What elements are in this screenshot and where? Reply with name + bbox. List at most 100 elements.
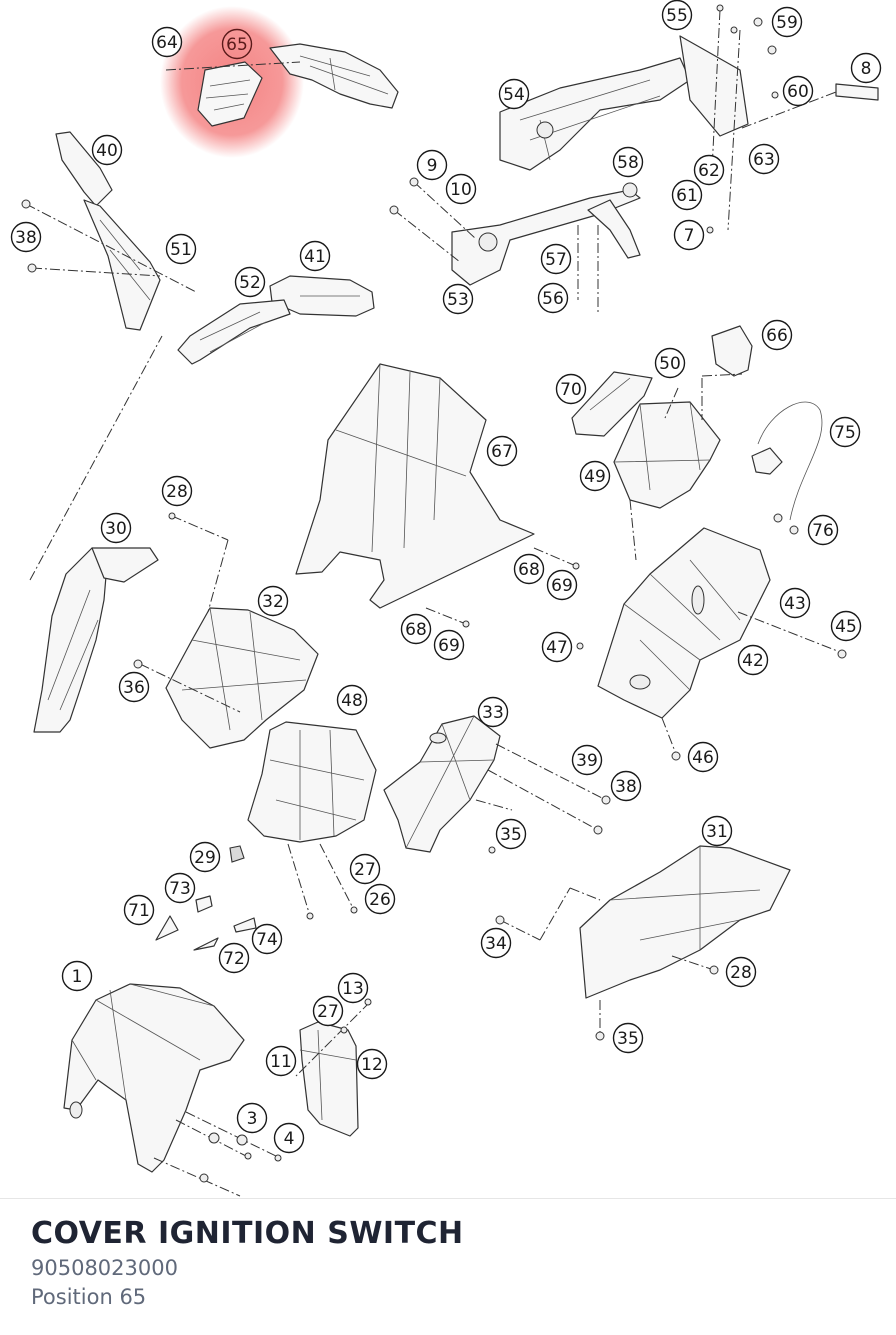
callout-73[interactable]: 73 [164,872,196,904]
callout-26[interactable]: 26 [364,883,396,915]
panel-divider [0,1198,896,1199]
callout-label: 54 [503,85,525,105]
callout-63[interactable]: 63 [748,143,780,175]
callout-13[interactable]: 13 [337,972,369,1004]
callout-label: 42 [742,651,764,671]
callout-65[interactable]: 65 [221,28,253,60]
callout-38[interactable]: 38 [10,221,42,253]
callout-label: 11 [270,1052,292,1072]
callout-9[interactable]: 9 [416,149,448,181]
callout-69[interactable]: 69 [433,629,465,661]
callout-label: 74 [256,930,278,950]
part-position: Position 65 [31,1285,147,1309]
callout-36[interactable]: 36 [118,671,150,703]
callout-31[interactable]: 31 [701,815,733,847]
callout-64[interactable]: 64 [151,26,183,58]
callout-49[interactable]: 49 [579,460,611,492]
callout-68[interactable]: 68 [513,553,545,585]
callout-circle [546,569,578,601]
part-title: COVER IGNITION SWITCH [31,1216,464,1251]
callout-label: 68 [518,560,540,580]
callout-circle [299,240,331,272]
callout-circle [477,696,509,728]
callout-74[interactable]: 74 [251,923,283,955]
callout-circle [537,282,569,314]
callout-53[interactable]: 53 [442,283,474,315]
callout-38[interactable]: 38 [610,770,642,802]
callout-12[interactable]: 12 [356,1048,388,1080]
callout-76[interactable]: 76 [807,514,839,546]
callout-58[interactable]: 58 [612,146,644,178]
callout-circle [693,154,725,186]
callout-48[interactable]: 48 [336,684,368,716]
callout-56[interactable]: 56 [537,282,569,314]
callout-47[interactable]: 47 [541,631,573,663]
callout-71[interactable]: 71 [123,894,155,926]
callout-75[interactable]: 75 [829,416,861,448]
callout-60[interactable]: 60 [782,75,814,107]
callout-circle [748,143,780,175]
callout-40[interactable]: 40 [91,134,123,166]
callout-1[interactable]: 1 [61,960,93,992]
callout-circle [612,1022,644,1054]
callout-42[interactable]: 42 [737,644,769,676]
callout-circle [498,78,530,110]
callout-27[interactable]: 27 [349,853,381,885]
callout-39[interactable]: 39 [571,744,603,776]
callout-30[interactable]: 30 [100,512,132,544]
callout-62[interactable]: 62 [693,154,725,186]
callout-33[interactable]: 33 [477,696,509,728]
callout-50[interactable]: 50 [654,347,686,379]
callout-34[interactable]: 34 [480,927,512,959]
callout-circle [265,1045,297,1077]
callout-28[interactable]: 28 [161,475,193,507]
part-info-panel: COVER IGNITION SWITCH 90508023000 Positi… [31,1214,871,1312]
callout-43[interactable]: 43 [779,587,811,619]
callout-72[interactable]: 72 [218,942,250,974]
callout-66[interactable]: 66 [761,319,793,351]
callout-label: 41 [304,247,326,267]
callout-54[interactable]: 54 [498,78,530,110]
callout-label: 3 [247,1109,258,1129]
callout-61[interactable]: 61 [671,179,703,211]
callout-45[interactable]: 45 [830,610,862,642]
callout-circle [312,995,344,1027]
callout-51[interactable]: 51 [165,233,197,265]
parts-drawings [21,4,879,1197]
callout-68[interactable]: 68 [400,613,432,645]
callout-circle [273,1122,305,1154]
callout-29[interactable]: 29 [189,841,221,873]
callout-67[interactable]: 67 [486,435,518,467]
callout-7[interactable]: 7 [673,219,705,251]
callout-4[interactable]: 4 [273,1122,305,1154]
callout-circle [807,514,839,546]
callout-label: 67 [491,442,513,462]
callout-55[interactable]: 55 [661,0,693,31]
callout-circle [782,75,814,107]
callout-69[interactable]: 69 [546,569,578,601]
callout-label: 28 [166,482,188,502]
callout-label: 75 [834,423,856,443]
callout-28[interactable]: 28 [725,956,757,988]
callout-label: 29 [194,848,216,868]
callout-52[interactable]: 52 [234,266,266,298]
callout-35[interactable]: 35 [612,1022,644,1054]
callout-label: 13 [342,979,364,999]
callout-32[interactable]: 32 [257,585,289,617]
callout-35[interactable]: 35 [495,818,527,850]
callout-circle [701,815,733,847]
callout-57[interactable]: 57 [540,243,572,275]
callout-label: 72 [223,949,245,969]
callout-label: 55 [666,6,688,26]
callout-circle [123,894,155,926]
callout-27[interactable]: 27 [312,995,344,1027]
callout-41[interactable]: 41 [299,240,331,272]
callout-59[interactable]: 59 [771,6,803,38]
callout-46[interactable]: 46 [687,741,719,773]
callout-circle [541,631,573,663]
callout-8[interactable]: 8 [850,52,882,84]
callout-11[interactable]: 11 [265,1045,297,1077]
callout-70[interactable]: 70 [555,373,587,405]
callout-10[interactable]: 10 [445,173,477,205]
callout-3[interactable]: 3 [236,1102,268,1134]
